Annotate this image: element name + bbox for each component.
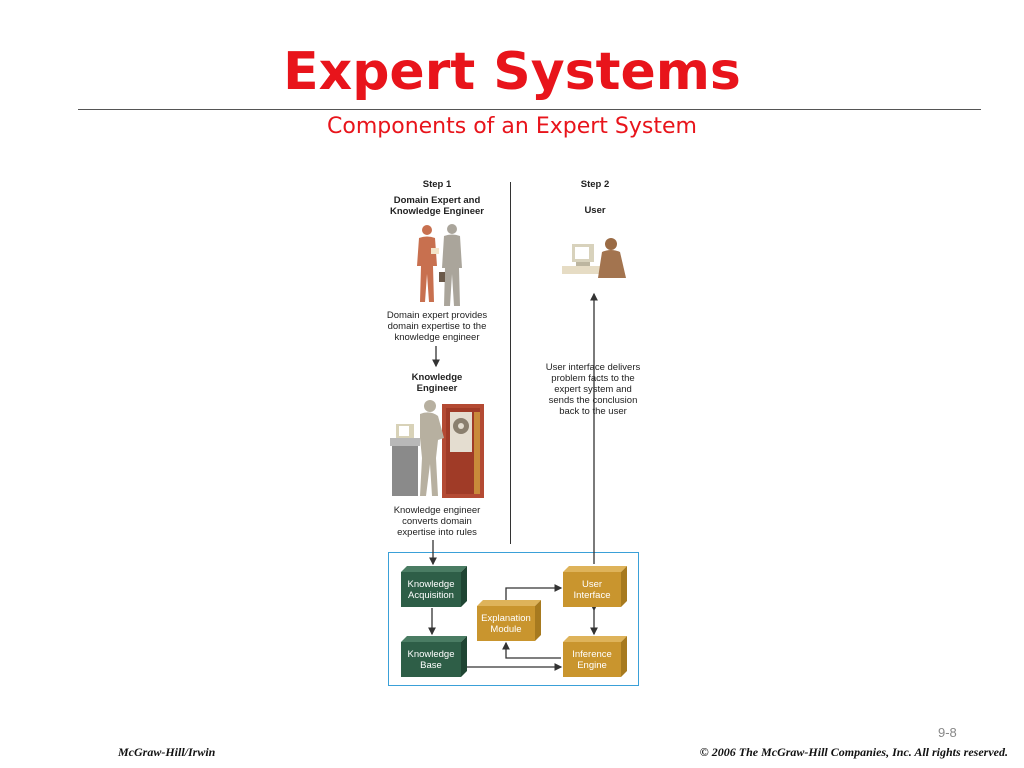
user-at-computer-image	[562, 238, 626, 278]
explanation-module-box: Explanation Module	[477, 606, 535, 641]
knowledge-engineer-caption: Knowledge engineer converts domain exper…	[393, 505, 481, 538]
explanation-to-interface-arrow	[505, 584, 563, 602]
knowledge-engineer-heading: Knowledge Engineer	[411, 372, 463, 394]
step2-heading: User	[584, 205, 606, 216]
knowledge-engineer-at-computer-image	[390, 400, 484, 498]
knowledge-acquisition-label: Knowledge Acquisition	[401, 572, 461, 607]
inference-to-explanation-arrow	[502, 641, 561, 659]
slide-subtitle: Components of an Expert System	[327, 114, 697, 139]
explanation-module-label: Explanation Module	[477, 606, 535, 641]
user-interface-label: User Interface	[563, 572, 621, 607]
expert-system-frame	[388, 552, 639, 686]
page-number: 9-8	[938, 725, 957, 740]
slide-title: Expert Systems	[283, 42, 741, 102]
step-divider-line	[510, 182, 511, 544]
footer-publisher: McGraw-Hill/Irwin	[118, 745, 216, 759]
knowledge-base-label: Knowledge Base	[401, 642, 461, 677]
inference-engine-box: Inference Engine	[563, 642, 621, 677]
title-divider	[78, 109, 981, 110]
step2-label: Step 2	[580, 179, 610, 190]
user-interface-box: User Interface	[563, 572, 621, 607]
domain-expert-and-engineer-figures	[417, 224, 462, 306]
knowledge-base-box: Knowledge Base	[401, 642, 461, 677]
step2-caption: User interface delivers problem facts to…	[545, 362, 641, 417]
knowledge-acquisition-box: Knowledge Acquisition	[401, 572, 461, 607]
footer-copyright: © 2006 The McGraw-Hill Companies, Inc. A…	[699, 745, 1008, 759]
inference-engine-label: Inference Engine	[563, 642, 621, 677]
step1-caption: Domain expert provides domain expertise …	[386, 310, 488, 343]
step1-label: Step 1	[422, 179, 452, 190]
step1-heading: Domain Expert and Knowledge Engineer	[390, 195, 484, 217]
